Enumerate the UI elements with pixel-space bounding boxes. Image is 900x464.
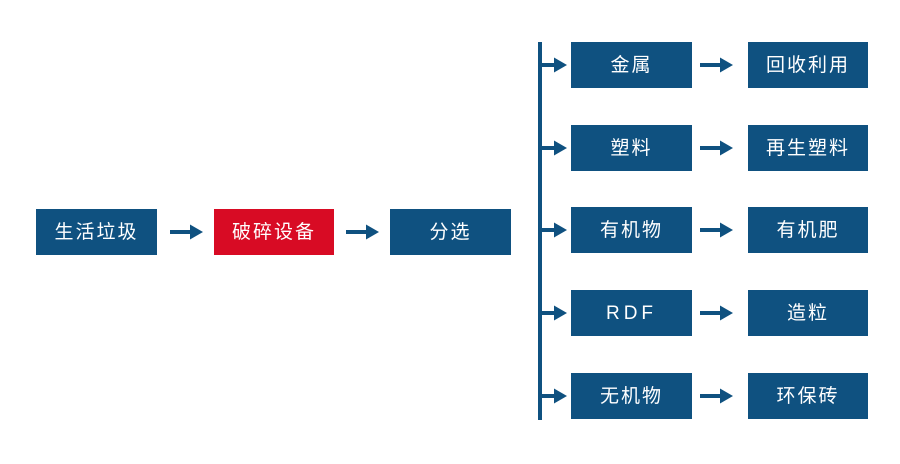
- process-box-waste[interactable]: 生活垃圾: [36, 209, 157, 255]
- arrow-right-icon: [170, 222, 204, 242]
- material-box-plastic[interactable]: 塑料: [571, 125, 692, 171]
- product-box-plastic[interactable]: 再生塑料: [748, 125, 868, 171]
- process-box-sorting[interactable]: 分选: [390, 209, 511, 255]
- process-box-crusher-label: 破碎设备: [231, 221, 316, 243]
- material-box-metal-label: 金属: [610, 54, 653, 76]
- process-box-sorting-label: 分选: [429, 221, 472, 243]
- process-box-waste-label: 生活垃圾: [54, 221, 139, 243]
- material-box-organic[interactable]: 有机物: [571, 207, 692, 253]
- material-box-rdf-label: RDF: [605, 302, 658, 324]
- branch-arrow-right-icon-rdf: [540, 303, 568, 323]
- material-box-organic-label: 有机物: [599, 219, 663, 241]
- product-box-rdf[interactable]: 造粒: [748, 290, 868, 336]
- branch-arrow-right-icon-inorganic: [540, 386, 568, 406]
- arrow-right-icon-rdf: [700, 303, 734, 323]
- process-box-crusher[interactable]: 破碎设备: [214, 209, 334, 255]
- material-box-metal[interactable]: 金属: [571, 42, 692, 88]
- product-box-inorganic-label: 环保砖: [776, 385, 840, 407]
- product-box-organic[interactable]: 有机肥: [748, 207, 868, 253]
- material-box-plastic-label: 塑料: [610, 137, 653, 159]
- branch-arrow-right-icon-plastic: [540, 138, 568, 158]
- product-box-organic-label: 有机肥: [776, 219, 840, 241]
- product-box-inorganic[interactable]: 环保砖: [748, 373, 868, 419]
- material-box-inorganic-label: 无机物: [599, 385, 663, 407]
- arrow-right-icon: [346, 222, 380, 242]
- product-box-rdf-label: 造粒: [786, 302, 829, 324]
- branch-arrow-right-icon-organic: [540, 220, 568, 240]
- material-box-rdf[interactable]: RDF: [571, 290, 692, 336]
- arrow-right-icon-organic: [700, 220, 734, 240]
- arrow-right-icon-plastic: [700, 138, 734, 158]
- product-box-plastic-label: 再生塑料: [765, 137, 850, 159]
- arrow-right-icon-metal: [700, 55, 734, 75]
- material-box-inorganic[interactable]: 无机物: [571, 373, 692, 419]
- product-box-metal[interactable]: 回收利用: [748, 42, 868, 88]
- product-box-metal-label: 回收利用: [765, 54, 850, 76]
- arrow-right-icon-inorganic: [700, 386, 734, 406]
- branch-arrow-right-icon-metal: [540, 55, 568, 75]
